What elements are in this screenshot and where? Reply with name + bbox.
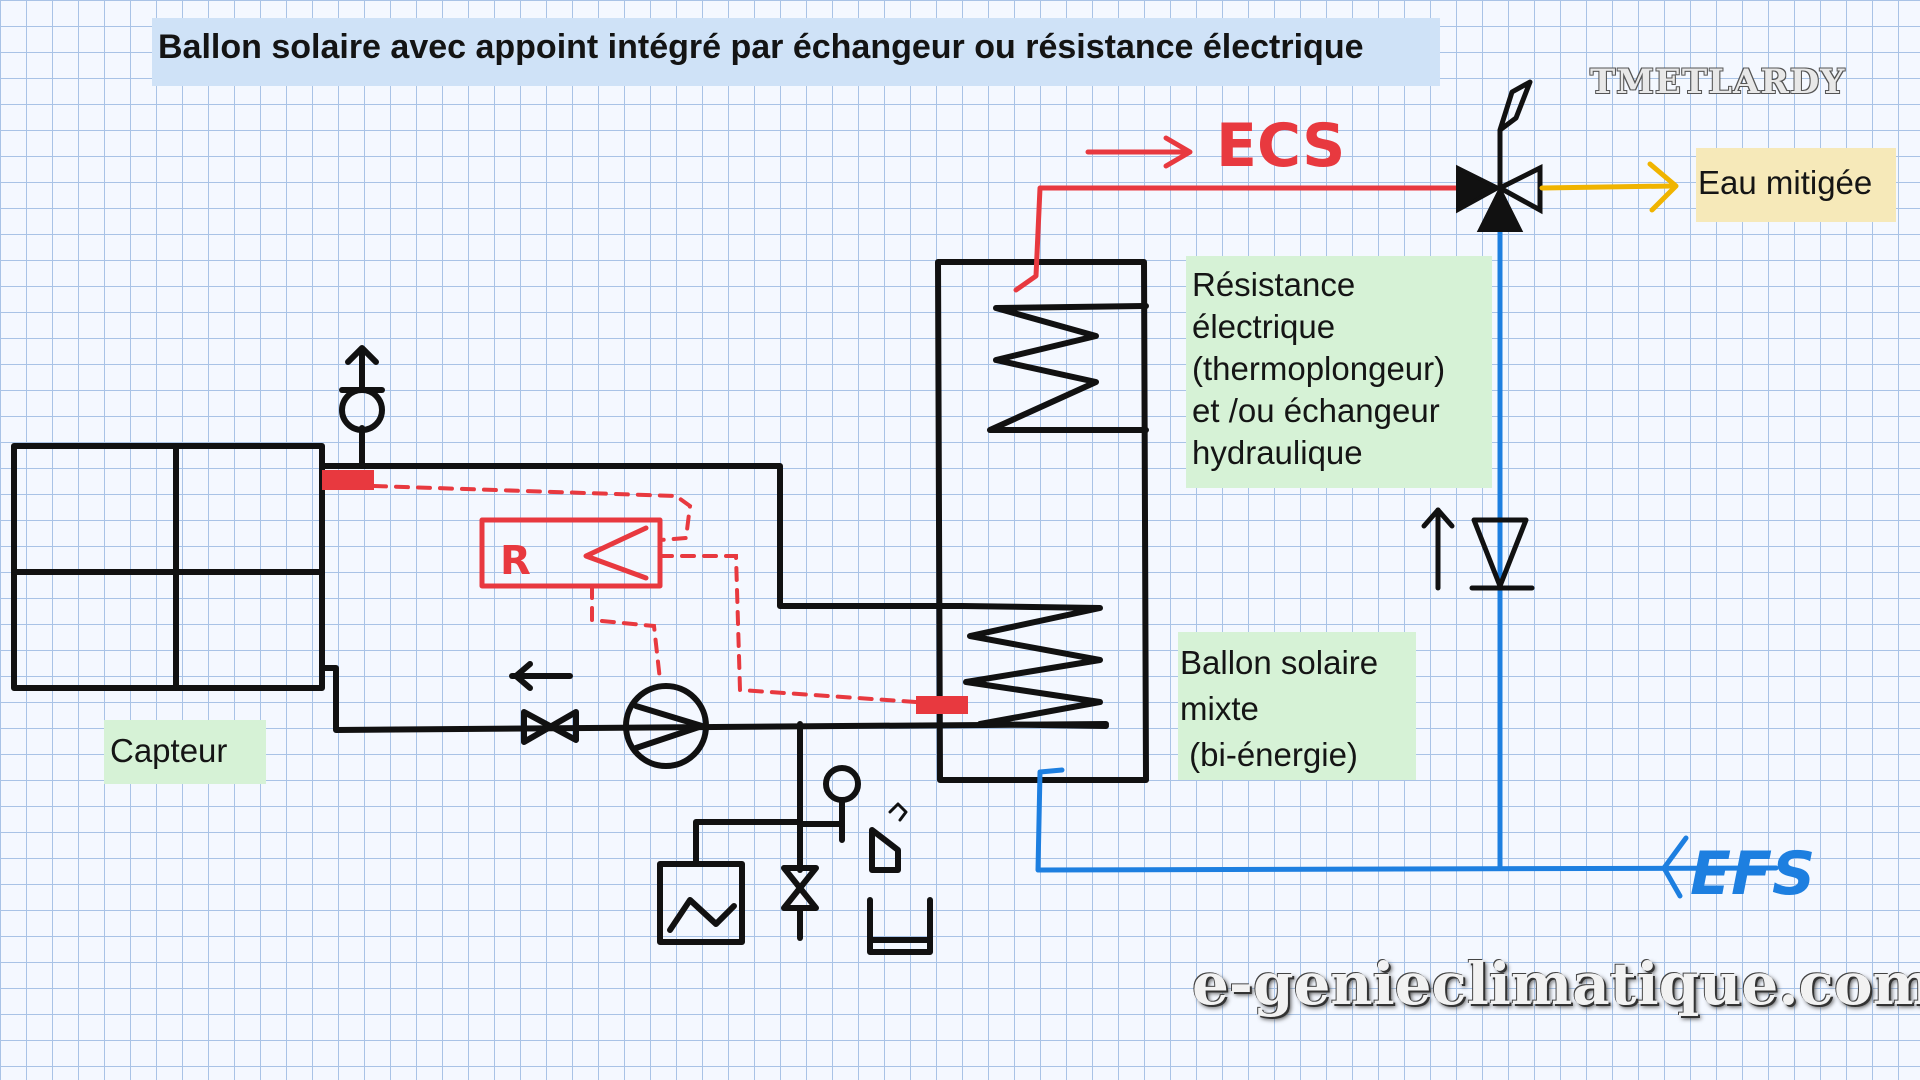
tank-temperature-probe (916, 696, 968, 714)
solar-collector (11, 443, 325, 691)
brand-logo: TMETLARDY (1590, 62, 1846, 102)
title-banner (152, 18, 1440, 86)
fill-valve-icon (781, 865, 819, 911)
expansion-vessel-pipe (693, 819, 803, 867)
expansion-vessel-icon (657, 861, 745, 945)
tank-label-line: Ballon solaire (1180, 644, 1379, 681)
mixed-water-pipe (1539, 183, 1675, 191)
tank-label: Ballon solaire mixte (bi-énergie) (1180, 640, 1378, 778)
heater-label: Résistance électrique (thermoplongeur) e… (1192, 264, 1445, 474)
air-vent-icon (339, 387, 385, 433)
page-title: Ballon solaire avec appoint intégré par … (158, 28, 1364, 66)
flow-arrow-head (513, 661, 533, 691)
collector-label: Capteur (110, 732, 228, 769)
lower-coil-solar-exchanger (959, 603, 1109, 729)
mixed-water-arrow-head (1647, 161, 1679, 213)
mixing-valve-hot-port (1456, 164, 1503, 214)
heater-label-line: (thermoplongeur) (1192, 350, 1446, 387)
collector-label-bg (104, 720, 266, 784)
thermostatic-mixing-valve (1456, 79, 1543, 232)
efs-label: EFS (1690, 839, 1815, 909)
cold-check-valve-icon (1471, 517, 1529, 589)
collector-temperature-probe (322, 470, 374, 490)
mixed-water-label: Eau mitigée (1698, 164, 1873, 201)
tank-label-line: mixte (1180, 690, 1259, 727)
expansion-vessel-membrane (667, 897, 737, 933)
mixed-water-label-bg (1696, 148, 1896, 222)
ecs-label: ECS (1216, 111, 1345, 181)
hot-water-ecs-pipe (1013, 185, 1459, 293)
drain-tundish (867, 897, 933, 955)
ecs-arrow-head (1163, 135, 1193, 169)
cold-flow-arrow-head (1421, 507, 1455, 529)
regulator-symbol (583, 525, 649, 581)
manometer-icon (823, 765, 861, 803)
efs-inlet-arrow (1661, 835, 1689, 899)
heater-label-line: hydraulique (1192, 434, 1363, 471)
check-valve-icon (521, 709, 579, 745)
safety-valve-icon (869, 827, 901, 873)
pump-control-wire (590, 584, 662, 682)
heater-label-line: Résistance (1192, 266, 1356, 303)
safety-valve-pipe (797, 821, 845, 843)
solar-supply-pipe (319, 463, 965, 609)
mixing-valve-head-icon (1497, 79, 1533, 133)
pump-impeller (633, 703, 705, 751)
solar-return-pipe (319, 665, 1109, 733)
mixing-valve-cold-port (1476, 185, 1524, 232)
heater-label-line: électrique (1192, 308, 1336, 345)
storage-tank (935, 259, 1149, 783)
heater-label-line: et /ou échangeur (1192, 392, 1440, 429)
circulator-pump-icon (623, 683, 709, 769)
tank-label-line: (bi-énergie) (1180, 736, 1358, 773)
website-watermark: e-genieclimatique.com (1192, 950, 1920, 1018)
regulator-label: R (500, 538, 531, 584)
tank-sensor-wire (658, 554, 918, 704)
solar-regulator-box (479, 517, 663, 589)
tank-label-bg (1178, 632, 1416, 780)
cold-water-efs-pipe (1035, 767, 1779, 873)
collector-sensor-wire (372, 484, 693, 542)
safety-valve-spring (888, 802, 908, 822)
heater-label-bg (1186, 256, 1492, 488)
upper-coil-heater (987, 303, 1149, 433)
air-vent-arrow-head (345, 345, 379, 365)
